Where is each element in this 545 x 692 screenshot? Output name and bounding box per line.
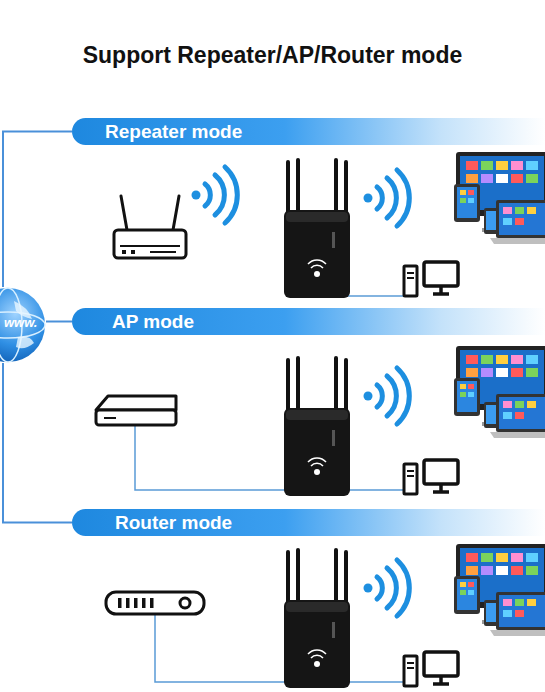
band-label: Repeater mode [105,121,242,143]
globe-icon: www. [0,287,46,363]
mode-band: Repeater mode [72,118,545,145]
band-label: AP mode [112,311,194,333]
globe-text: www. [4,315,37,330]
connector-line [3,363,72,523]
mode-band: Router mode [72,509,545,536]
connector-line [46,321,72,323]
page-title: Support Repeater/AP/Router mode [0,42,545,69]
mode-band: AP mode [72,308,545,335]
connector-line [3,132,72,288]
band-label: Router mode [115,512,232,534]
